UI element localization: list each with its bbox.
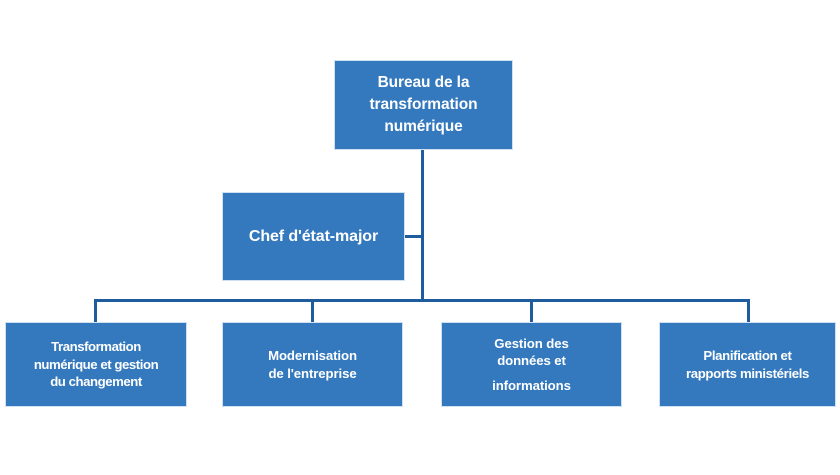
node-leaf-2-line-2: données et xyxy=(497,353,566,369)
node-chef-detat-major[interactable]: Chef d'état-major xyxy=(222,192,405,281)
node-root-line-3: numérique xyxy=(384,118,463,135)
node-leaf-3-line-1: Planification et xyxy=(703,348,792,364)
node-planification-rapports-ministeriels[interactable]: Planification et rapports ministériels xyxy=(659,322,836,407)
node-leaf-3-line-2: rapports ministériels xyxy=(685,365,810,381)
node-leaf-0-line-1: Transformation xyxy=(51,339,141,355)
connector-drop-leaf-2 xyxy=(311,299,314,323)
node-transformation-numerique-gestion-changement[interactable]: Transformation numérique et gestion du c… xyxy=(5,322,187,407)
node-root-line-2: transformation xyxy=(369,96,478,113)
connector-root-to-bus xyxy=(421,150,424,302)
node-root-line-1: Bureau de la xyxy=(377,74,470,91)
node-modernisation-entreprise[interactable]: Modernisation de l'entreprise xyxy=(222,322,403,407)
connector-drop-leaf-3 xyxy=(530,299,533,323)
node-leaf-1-line-1: Modernisation xyxy=(268,348,357,364)
connector-drop-leaf-1 xyxy=(94,299,97,323)
node-leaf-2-line-3: informations xyxy=(492,377,571,393)
connector-horizontal-bus xyxy=(94,299,750,302)
connector-drop-leaf-4 xyxy=(747,299,750,323)
node-bureau-transformation-numerique[interactable]: Bureau de la transformation numérique xyxy=(334,60,513,150)
node-leaf-0-line-3: du changement xyxy=(50,374,142,390)
node-leaf-2-line-1: Gestion des xyxy=(494,335,569,351)
node-leaf-0-line-2: numérique et gestion xyxy=(33,356,159,372)
node-leaf-1-line-2: de l'entreprise xyxy=(268,365,357,381)
node-chief-line-1: Chef d'état-major xyxy=(248,227,379,245)
node-gestion-donnees-informations[interactable]: Gestion des données et informations xyxy=(441,322,622,407)
connector-chief-to-trunk xyxy=(404,235,423,238)
